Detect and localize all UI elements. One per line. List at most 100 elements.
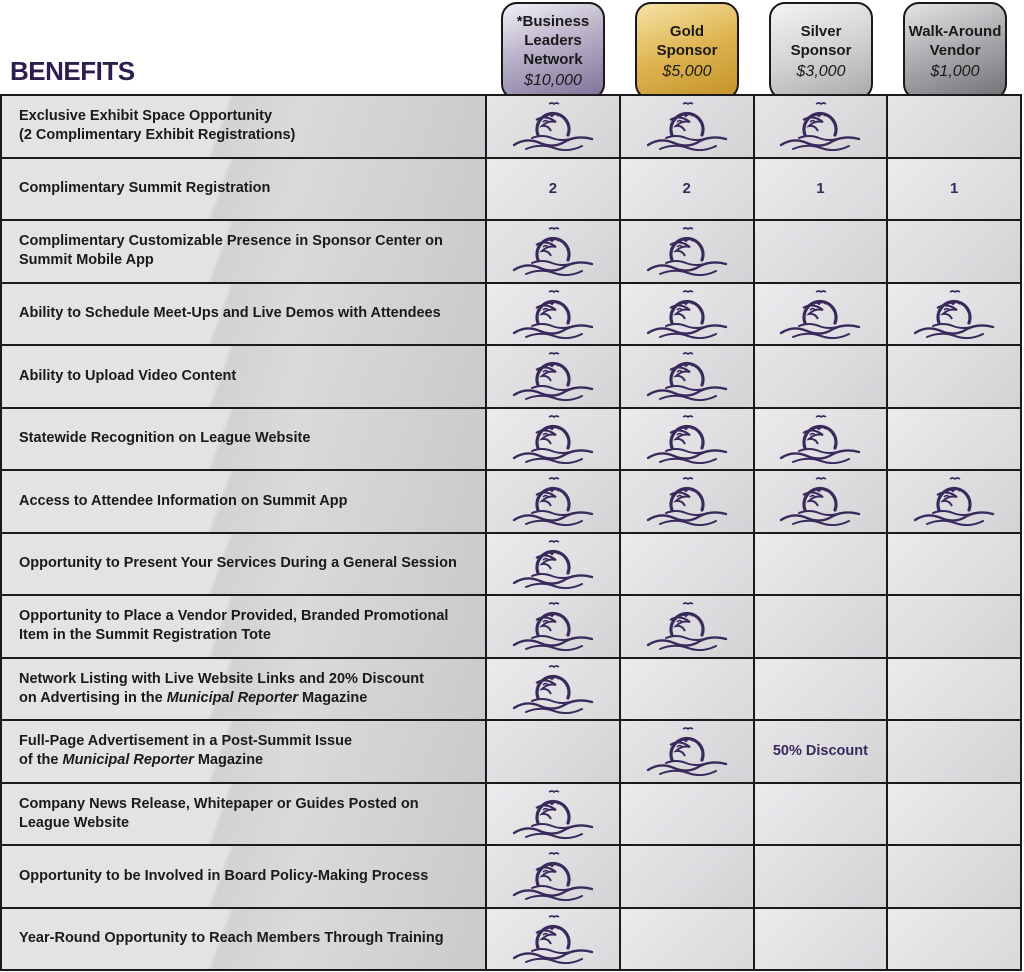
benefit-label: Complimentary Summit Registration <box>19 180 271 197</box>
tier-cell <box>754 346 889 409</box>
benefit-label-cell: Opportunity to Place a Vendor Provided, … <box>2 596 488 659</box>
tier-cell <box>620 96 755 159</box>
tier-cell <box>888 783 1023 846</box>
tier-cell <box>888 283 1023 346</box>
tier-name-line: Sponsor <box>790 41 852 59</box>
seagull-sun-waves-icon <box>779 476 861 527</box>
tier-name-line: Sponsor <box>656 41 718 59</box>
seagull-sun-waves-icon <box>646 414 728 464</box>
benefit-label-cell: Full-Page Advertisement in a Post-Summit… <box>2 721 488 784</box>
tier-cell <box>620 408 755 471</box>
tier-header-gold-sponsor: Gold Sponsor $5,000 <box>635 2 739 100</box>
benefit-label: Exclusive Exhibit Space Opportunity(2 Co… <box>19 108 296 144</box>
registration-count: 2 <box>548 180 558 198</box>
benefit-label-cell: Exclusive Exhibit Space Opportunity(2 Co… <box>2 96 488 159</box>
benefit-label-cell: Company News Release, Whitepaper or Guid… <box>2 783 488 846</box>
seagull-sun-waves-icon <box>646 476 728 527</box>
registration-count: 1 <box>949 180 959 198</box>
tier-cell <box>888 346 1023 409</box>
seagull-sun-waves-icon <box>512 351 594 402</box>
benefit-label: Network Listing with Live Website Links … <box>19 670 424 706</box>
tier-price: $3,000 <box>796 62 846 80</box>
seagull-sun-waves-icon <box>646 726 728 777</box>
benefit-label-cell: Ability to Upload Video Content <box>2 346 488 409</box>
tier-cell <box>620 283 755 346</box>
tier-cell <box>754 846 889 909</box>
benefit-row: Company News Release, Whitepaper or Guid… <box>2 783 1023 846</box>
benefit-row: Ability to Upload Video Content <box>2 346 1023 409</box>
seagull-sun-waves-icon <box>512 914 594 964</box>
seagull-sun-waves-icon <box>512 476 594 527</box>
tier-cell <box>487 596 621 659</box>
discount-text: 50% Discount <box>772 743 868 760</box>
tier-cell: 50% Discount <box>754 721 889 784</box>
tier-cell <box>888 658 1023 721</box>
seagull-sun-waves-icon <box>512 601 594 652</box>
seagull-sun-waves-icon <box>646 226 728 277</box>
tier-cell <box>754 96 889 159</box>
tier-price: $10,000 <box>524 72 582 89</box>
seagull-sun-waves-icon <box>779 101 861 152</box>
tier-cell <box>754 783 889 846</box>
benefit-row: Statewide Recognition on League Website <box>2 408 1023 471</box>
tier-cell <box>620 221 755 284</box>
benefit-label-cell: Complimentary Summit Registration <box>2 158 488 221</box>
tier-cell <box>487 846 621 909</box>
seagull-sun-waves-icon <box>913 476 995 527</box>
benefit-row: Opportunity to be Involved in Board Poli… <box>2 846 1023 909</box>
registration-count: 1 <box>816 180 825 198</box>
tier-name-line: Walk-Around <box>908 22 1002 40</box>
benefit-label: Ability to Upload Video Content <box>19 367 237 384</box>
benefit-label: Full-Page Advertisement in a Post-Summit… <box>19 733 353 769</box>
tier-cell <box>620 783 755 846</box>
benefit-label: Ability to Schedule Meet-Ups and Live De… <box>19 305 441 322</box>
benefit-label-cell: Opportunity to be Involved in Board Poli… <box>2 846 488 909</box>
tier-cell: 2 <box>487 158 621 221</box>
tier-name-line: *Business <box>516 13 590 30</box>
benefit-label-cell: Year-Round Opportunity to Reach Members … <box>2 908 488 971</box>
tier-cell <box>620 471 755 534</box>
benefit-label-cell: Access to Attendee Information on Summit… <box>2 471 488 534</box>
seagull-sun-waves-icon <box>646 601 728 652</box>
tier-name-line: Gold <box>669 22 705 40</box>
tier-cell <box>754 221 889 284</box>
tier-cell <box>888 471 1023 534</box>
tier-cell <box>754 283 889 346</box>
tier-cell <box>754 596 889 659</box>
tier-cell <box>620 908 755 971</box>
tier-cell <box>487 408 621 471</box>
benefit-label: Company News Release, Whitepaper or Guid… <box>19 795 419 831</box>
seagull-sun-waves-icon <box>512 101 594 152</box>
benefit-label: Complimentary Customizable Presence in S… <box>19 233 443 269</box>
tier-header-silver-sponsor: Silver Sponsor $3,000 <box>769 2 873 100</box>
benefit-row: Network Listing with Live Website Links … <box>2 658 1023 721</box>
seagull-sun-waves-icon <box>646 101 728 152</box>
tier-cell <box>487 346 621 409</box>
tier-cell <box>754 533 889 596</box>
tier-name-line: Vendor <box>929 41 981 59</box>
seagull-sun-waves-icon <box>913 289 995 339</box>
seagull-sun-waves-icon <box>512 414 594 464</box>
tier-name-line: Silver <box>800 22 842 40</box>
benefit-row: Access to Attendee Information on Summit… <box>2 471 1023 534</box>
registration-count: 2 <box>682 180 691 198</box>
benefit-row: Year-Round Opportunity to Reach Members … <box>2 908 1023 971</box>
tier-header-walk-around-vendor: Walk-Around Vendor $1,000 <box>903 2 1007 100</box>
tier-cell <box>487 471 621 534</box>
seagull-sun-waves-icon <box>512 289 594 339</box>
benefit-row: Opportunity to Place a Vendor Provided, … <box>2 596 1023 659</box>
tier-cell <box>888 596 1023 659</box>
tier-cell: 1 <box>888 158 1023 221</box>
tier-cell <box>620 533 755 596</box>
tier-cell <box>620 596 755 659</box>
seagull-sun-waves-icon <box>512 851 594 902</box>
benefit-label: Opportunity to be Involved in Board Poli… <box>19 867 429 884</box>
benefit-label-cell: Opportunity to Present Your Services Dur… <box>2 533 488 596</box>
tier-cell <box>888 908 1023 971</box>
tier-cell <box>754 658 889 721</box>
seagull-sun-waves-icon <box>512 664 594 714</box>
seagull-sun-waves-icon <box>646 289 728 339</box>
benefit-row: Exclusive Exhibit Space Opportunity(2 Co… <box>2 96 1023 159</box>
tier-cell <box>754 908 889 971</box>
tier-cell <box>888 408 1023 471</box>
